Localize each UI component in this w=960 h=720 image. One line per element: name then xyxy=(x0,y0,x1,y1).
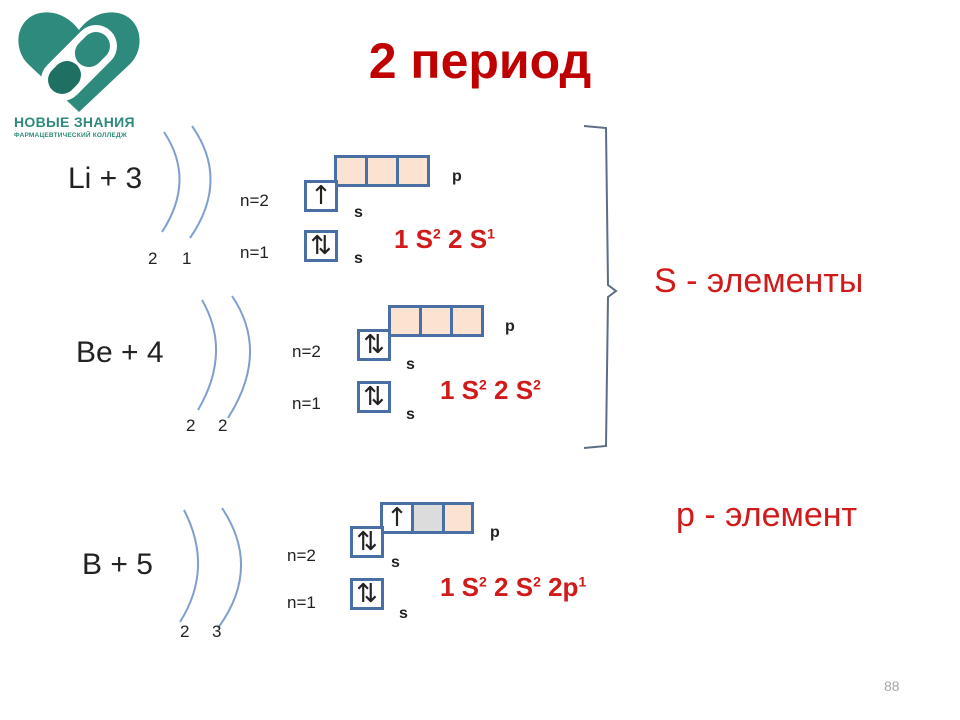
b-2p-orbital-1: ↑ xyxy=(380,502,414,534)
b-sublevel-2s: s xyxy=(391,554,400,571)
be-shell-arc-inner xyxy=(197,299,217,411)
li-2s-orbital: ↑ xyxy=(304,180,338,212)
logo xyxy=(14,8,144,119)
li-sublevel-p: p xyxy=(452,168,462,185)
b-2s-orbital: ⇅ xyxy=(350,526,384,558)
logo-subtitle: ФАРМАЦЕВТИЧЕСКИЙ КОЛЛЕДЖ xyxy=(14,132,127,139)
be-shell-count-2: 2 xyxy=(218,416,228,435)
b-level-n1: n=1 xyxy=(287,593,316,612)
page-number: 88 xyxy=(884,678,900,694)
be-shell-arc-outer xyxy=(227,295,251,419)
logo-heart-pill-icon xyxy=(18,12,140,112)
logo-name: НОВЫЕ ЗНАНИЯ xyxy=(14,114,135,130)
spin-up-down-icon: ⇅ xyxy=(363,330,385,360)
b-shell-arc-outer xyxy=(217,507,242,629)
p-element-label: p - элемент xyxy=(676,496,858,534)
b-1s-orbital: ⇅ xyxy=(350,578,384,610)
spin-up-down-icon: ⇅ xyxy=(310,231,332,261)
s-elements-label: S - элементы xyxy=(654,262,864,300)
be-level-n2: n=2 xyxy=(292,342,321,361)
li-shell-arc-inner xyxy=(161,131,181,233)
li-2p-orbital-1 xyxy=(334,155,368,187)
be-2p-orbital-3 xyxy=(450,305,484,337)
li-level-n2: n=2 xyxy=(240,191,269,210)
li-shell-arc-outer xyxy=(189,125,212,239)
b-sublevel-p: p xyxy=(490,524,500,541)
b-shell-count-1: 2 xyxy=(180,622,190,641)
spin-up-down-icon: ⇅ xyxy=(356,527,378,557)
spin-up-icon: ↑ xyxy=(386,503,408,533)
spin-up-icon: ↑ xyxy=(310,181,332,211)
be-2p-orbital-1 xyxy=(388,305,422,337)
li-2p-orbital-2 xyxy=(365,155,399,187)
li-sublevel-1s: s xyxy=(354,250,363,267)
b-2p-orbital-3 xyxy=(442,502,474,534)
element-b-label: B + 5 xyxy=(82,548,153,581)
spin-up-down-icon: ⇅ xyxy=(363,382,385,412)
b-level-n2: n=2 xyxy=(287,546,316,565)
element-be-label: Be + 4 xyxy=(76,336,164,369)
li-sublevel-2s: s xyxy=(354,204,363,221)
be-sublevel-1s: s xyxy=(406,406,415,423)
be-1s-orbital: ⇅ xyxy=(357,381,391,413)
b-shell-arc-inner xyxy=(179,509,199,623)
spin-up-down-icon: ⇅ xyxy=(356,579,378,609)
be-2s-orbital: ⇅ xyxy=(357,329,391,361)
b-sublevel-1s: s xyxy=(399,605,408,622)
b-2p-orbital-2 xyxy=(411,502,445,534)
li-2p-orbital-3 xyxy=(396,155,430,187)
be-2p-orbital-2 xyxy=(419,305,453,337)
li-level-n1: n=1 xyxy=(240,243,269,262)
s-elements-bracket xyxy=(583,125,618,449)
be-electron-formula: 1 S2 2 S2 xyxy=(440,375,541,405)
b-electron-formula: 1 S2 2 S2 2p1 xyxy=(440,572,587,602)
element-li-label: Li + 3 xyxy=(68,162,143,195)
be-sublevel-2s: s xyxy=(406,356,415,373)
be-level-n1: n=1 xyxy=(292,394,321,413)
be-shell-count-1: 2 xyxy=(186,416,196,435)
be-sublevel-p: p xyxy=(505,318,515,335)
li-shell-count-1: 2 xyxy=(148,249,158,268)
page-title: 2 период xyxy=(368,33,592,89)
li-1s-orbital: ⇅ xyxy=(304,230,338,262)
b-shell-count-2: 3 xyxy=(212,622,222,641)
li-shell-count-2: 1 xyxy=(182,249,192,268)
li-electron-formula: 1 S2 2 S1 xyxy=(394,224,495,254)
